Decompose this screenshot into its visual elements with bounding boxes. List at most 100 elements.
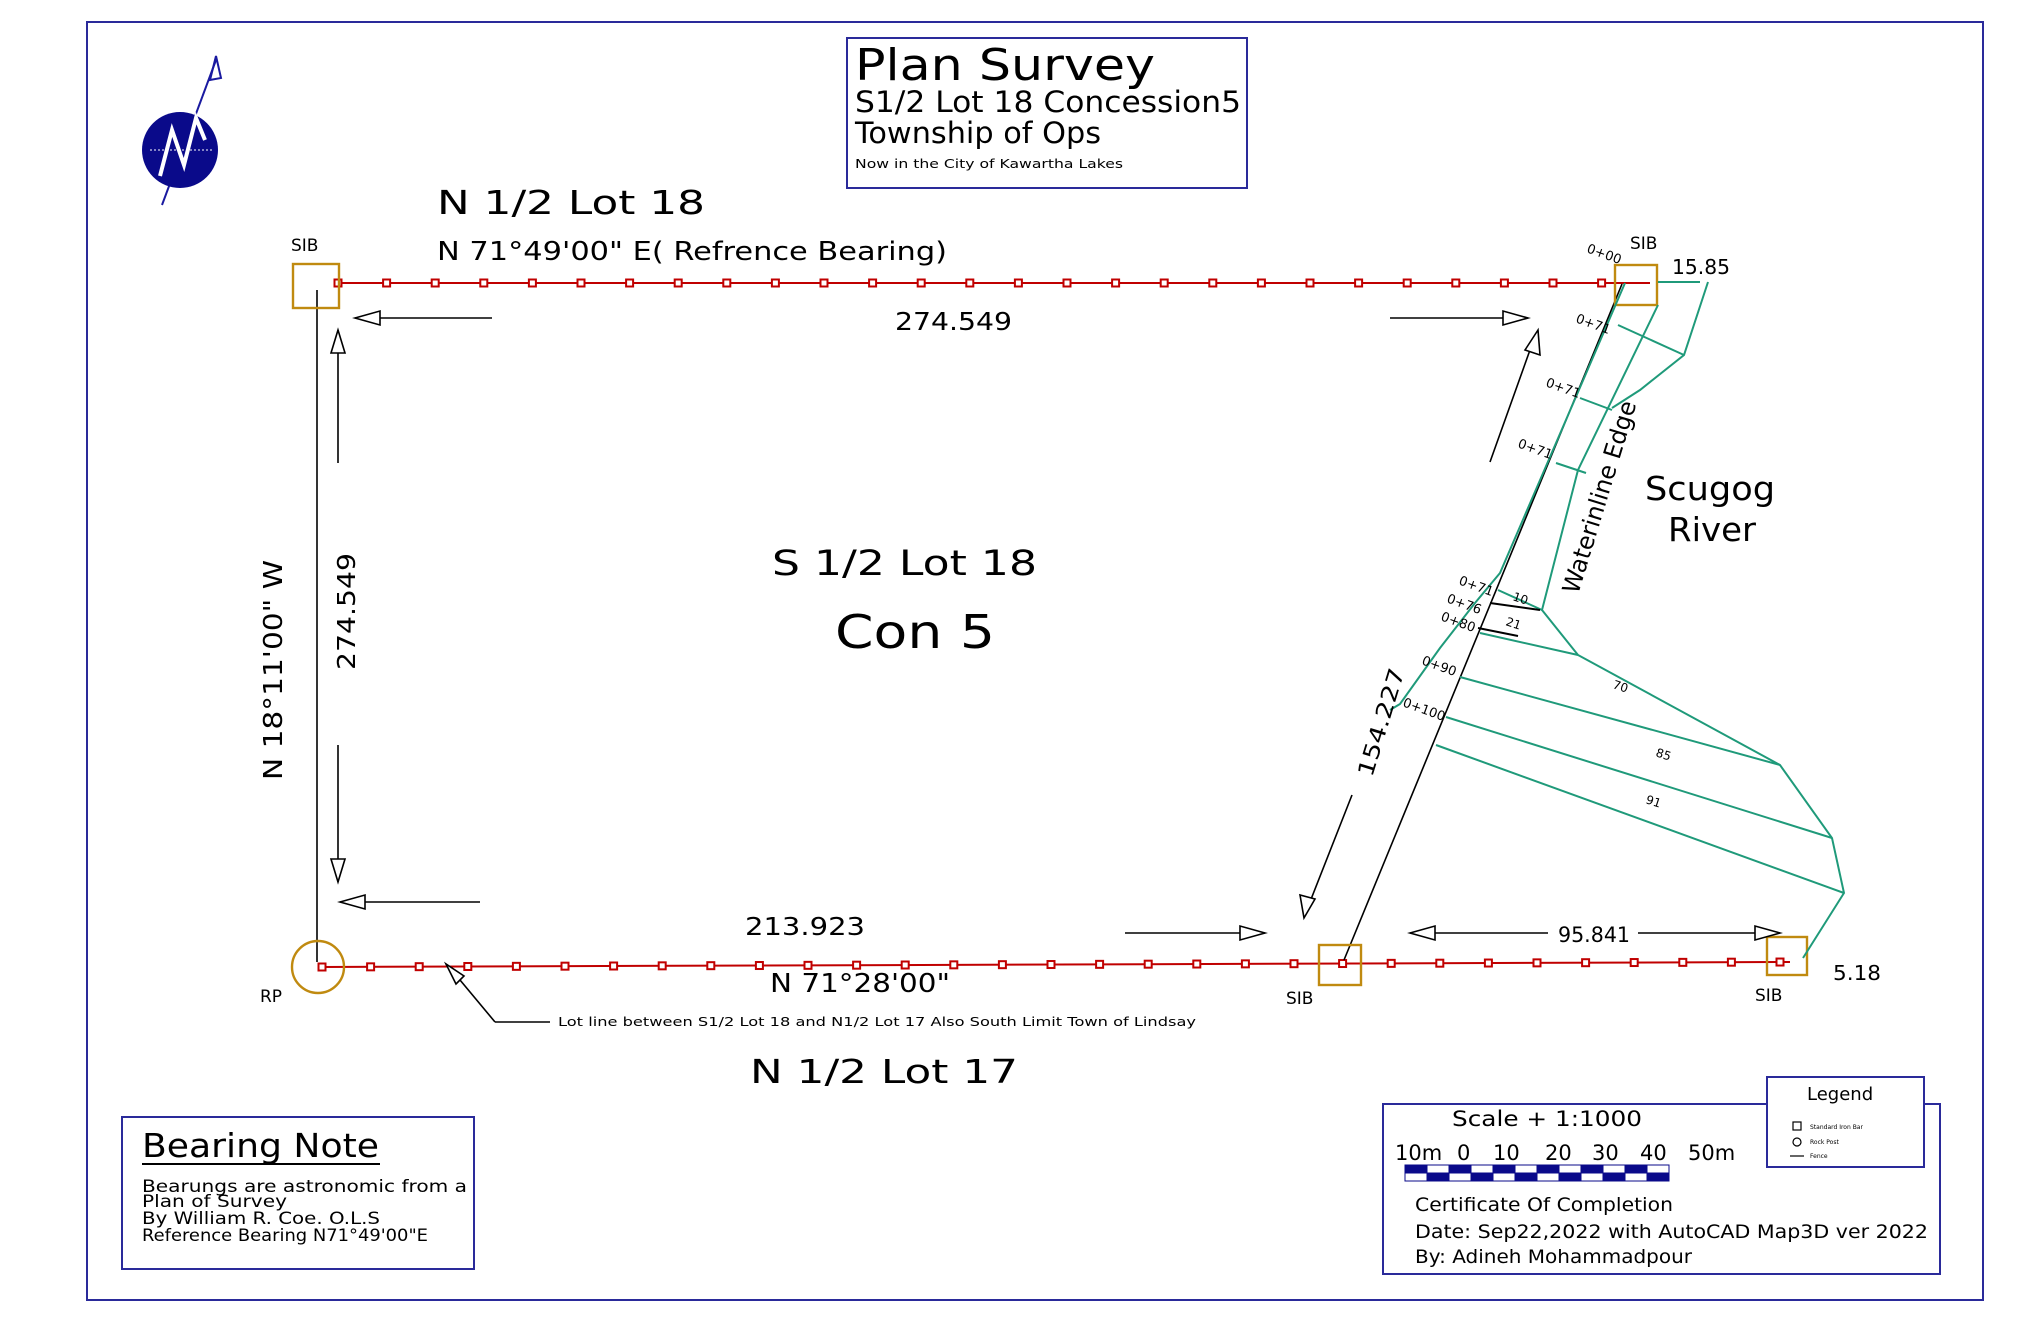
scale-bar-segment bbox=[1536, 1172, 1560, 1182]
north-lot-line bbox=[333, 278, 1650, 288]
legend-item-label: Fence bbox=[1810, 1153, 1828, 1160]
post-marker bbox=[900, 960, 910, 970]
diagonal-distance-label: 154.227 bbox=[1354, 665, 1411, 779]
drawing-frame bbox=[86, 21, 1984, 1301]
bearing-note-line2: Plan of Survey bbox=[142, 1192, 287, 1212]
post-marker bbox=[463, 962, 473, 972]
post-marker bbox=[1678, 957, 1688, 967]
post-marker bbox=[1013, 278, 1023, 288]
post-marker bbox=[1435, 958, 1445, 968]
scale-bar-segment bbox=[1448, 1172, 1472, 1182]
post-marker bbox=[1062, 278, 1072, 288]
post-marker bbox=[1192, 959, 1202, 969]
scale-bar-segment bbox=[1580, 1164, 1604, 1174]
post-marker bbox=[1256, 278, 1266, 288]
scale-bar-segment bbox=[1646, 1172, 1670, 1182]
post-marker bbox=[560, 961, 570, 971]
bearing-note-box: Bearing Note Bearungs are astronomic fro… bbox=[121, 1116, 475, 1270]
scale-certificate-box: Scale + 1:1000 10m 0 10 20 30 40 50m Cer… bbox=[1382, 1103, 1941, 1275]
certificate-author: By: Adineh Mohammadpour bbox=[1415, 1246, 1692, 1268]
title-township: Township of Ops bbox=[854, 116, 1101, 150]
post-marker bbox=[965, 278, 975, 288]
scale-bar-segment bbox=[1514, 1164, 1538, 1174]
post-marker bbox=[657, 961, 667, 971]
sib-ne-marker bbox=[1613, 263, 1659, 307]
post-marker bbox=[997, 960, 1007, 970]
dimension-arrows bbox=[329, 309, 1783, 1023]
scale-bar-segment bbox=[1536, 1164, 1560, 1174]
sib-ne-label: SIB bbox=[1630, 234, 1657, 254]
scale-bar bbox=[1404, 1164, 1670, 1182]
post-marker bbox=[576, 278, 586, 288]
sib-s-marker bbox=[1317, 943, 1363, 987]
post-marker bbox=[1159, 278, 1169, 288]
square-iron-bar-icon bbox=[1792, 1121, 1802, 1131]
scale-bar-segment bbox=[1580, 1172, 1604, 1182]
post-marker bbox=[430, 278, 440, 288]
scale-tick-label: 20 bbox=[1545, 1141, 1572, 1165]
legend-item-label: Rock Post bbox=[1810, 1139, 1839, 1146]
station-label: 0+90 bbox=[1420, 654, 1459, 680]
scale-bar-segment bbox=[1404, 1172, 1428, 1182]
scale-bar-segment bbox=[1426, 1172, 1450, 1182]
post-marker bbox=[1775, 957, 1785, 967]
post-marker bbox=[1483, 958, 1493, 968]
scale-tick-label: 10 bbox=[1493, 1141, 1520, 1165]
scale-bar-segment bbox=[1404, 1164, 1428, 1174]
post-marker bbox=[868, 278, 878, 288]
scale-bar-segment bbox=[1492, 1164, 1516, 1174]
post-marker bbox=[1095, 959, 1105, 969]
parcel-con-label: Con 5 bbox=[835, 605, 995, 659]
offset-label: 21 bbox=[1504, 615, 1523, 633]
south-bearing-label: N 71°28'00" bbox=[770, 969, 950, 999]
n-half-lot17-label: N 1/2 Lot 17 bbox=[750, 1052, 1018, 1091]
post-marker bbox=[1111, 278, 1121, 288]
title-lot-concession: S1/2 Lot 18 Concession5 bbox=[855, 85, 1241, 119]
post-marker bbox=[1289, 959, 1299, 969]
offset-labels: 10 21 70 85 91 bbox=[1504, 590, 1673, 811]
se-offset-label: 5.18 bbox=[1833, 961, 1881, 985]
bearing-note-line1: Bearungs are astronomic from a bbox=[142, 1177, 467, 1197]
certificate-title: Certificate Of Completion bbox=[1415, 1194, 1673, 1216]
post-marker bbox=[1629, 958, 1639, 968]
post-marker bbox=[852, 960, 862, 970]
west-distance-label: 274.549 bbox=[332, 553, 361, 670]
post-marker bbox=[673, 278, 683, 288]
post-marker bbox=[1143, 959, 1153, 969]
scale-bar-segment bbox=[1514, 1172, 1538, 1182]
scale-bar-segment bbox=[1470, 1172, 1494, 1182]
post-marker bbox=[479, 278, 489, 288]
station-label: 0+00 bbox=[1585, 242, 1624, 268]
scale-tick-label: 0 bbox=[1457, 1141, 1470, 1165]
post-marker bbox=[1208, 278, 1218, 288]
scale-bar-segment bbox=[1448, 1164, 1472, 1174]
sib-s-label: SIB bbox=[1286, 989, 1313, 1009]
top-distance-label: 274.549 bbox=[895, 307, 1012, 336]
scale-tick-label: 50m bbox=[1688, 1141, 1735, 1165]
sib-se-label: SIB bbox=[1755, 986, 1782, 1006]
sib-nw-marker bbox=[291, 262, 341, 310]
post-marker bbox=[511, 961, 521, 971]
west-bearing-label: N 18°11'00" W bbox=[259, 560, 289, 780]
scale-bar-segment bbox=[1602, 1164, 1626, 1174]
post-marker bbox=[819, 278, 829, 288]
offset-label: 91 bbox=[1644, 793, 1663, 811]
rp-marker bbox=[290, 939, 346, 995]
circle-rock-post-icon bbox=[1792, 1137, 1802, 1147]
sib-se-marker bbox=[1765, 935, 1809, 977]
title-block: Plan Survey S1/2 Lot 18 Concession5 Town… bbox=[846, 37, 1248, 189]
scale-tick-label: 30 bbox=[1592, 1141, 1619, 1165]
post-marker bbox=[1597, 278, 1607, 288]
top-bearing-label: N 71°49'00" E( Refrence Bearing) bbox=[437, 237, 947, 267]
legend-heading: Legend bbox=[1807, 1084, 1873, 1105]
sib-nw-label: SIB bbox=[291, 236, 318, 256]
post-marker bbox=[770, 278, 780, 288]
plan-title: Plan Survey bbox=[855, 40, 1155, 91]
station-label: 0+71 bbox=[1516, 437, 1555, 463]
certificate-date: Date: Sep22,2022 with AutoCAD Map3D ver … bbox=[1415, 1221, 1928, 1243]
scale-bar-segment bbox=[1558, 1172, 1582, 1182]
scale-bar-segment bbox=[1426, 1164, 1450, 1174]
post-marker bbox=[1402, 278, 1412, 288]
scale-tick-label: 40 bbox=[1640, 1141, 1667, 1165]
